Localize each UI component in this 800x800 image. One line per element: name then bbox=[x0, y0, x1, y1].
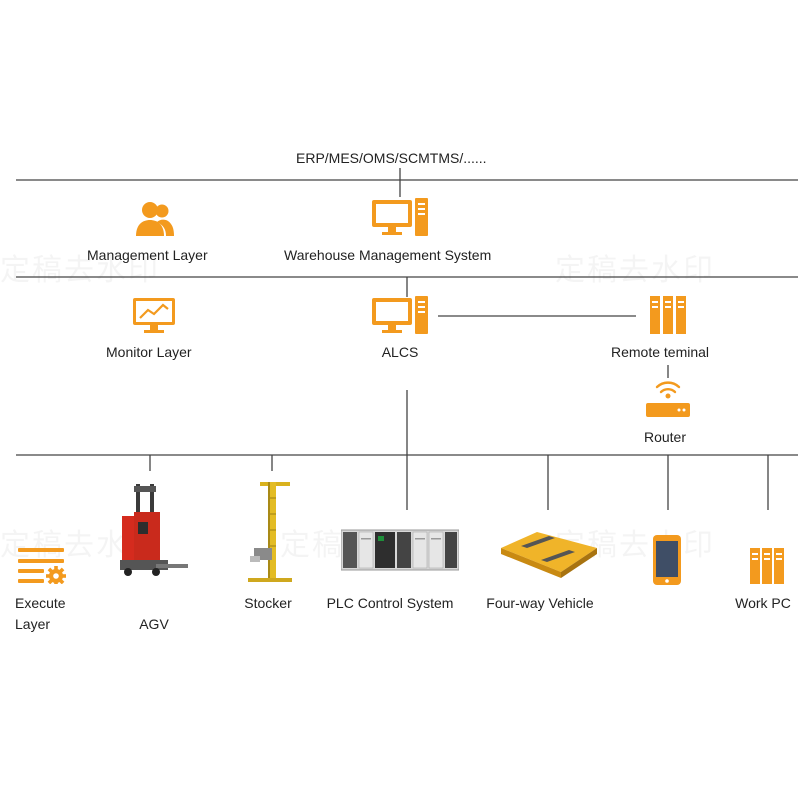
execute-layer-label-line1: Execute bbox=[15, 595, 66, 611]
monitor-layer-label: Monitor Layer bbox=[106, 344, 192, 360]
agv-forklift-icon bbox=[120, 484, 188, 576]
remote-terminal-label: Remote teminal bbox=[610, 344, 710, 360]
router-icon bbox=[646, 381, 690, 417]
chart-monitor-icon bbox=[133, 298, 175, 333]
router-label: Router bbox=[643, 429, 687, 445]
four-way-vehicle-icon bbox=[501, 532, 597, 578]
four-way-vehicle-label: Four-way Vehicle bbox=[486, 595, 594, 611]
execute-gear-icon bbox=[18, 548, 66, 584]
computer-icon bbox=[372, 198, 428, 236]
wms-label: Warehouse Management System bbox=[284, 247, 492, 263]
execute-layer-label-line2: Layer bbox=[15, 616, 51, 632]
watermark: 定稿去水印 bbox=[0, 245, 160, 289]
server-rack-icon bbox=[750, 548, 784, 584]
erp-systems-label: ERP/MES/OMS/SCMTMS/...... bbox=[296, 150, 487, 166]
users-icon bbox=[136, 202, 174, 236]
server-rack-icon bbox=[650, 296, 686, 334]
computer-icon bbox=[372, 296, 428, 334]
stocker-icon bbox=[248, 482, 292, 582]
watermark: 定稿去水印 bbox=[555, 245, 715, 289]
plc-icon bbox=[341, 529, 459, 571]
alcs-label: ALCS bbox=[381, 344, 419, 360]
work-pc-label: Work PC bbox=[735, 595, 791, 611]
agv-label: AGV bbox=[139, 616, 169, 632]
tablet-icon bbox=[653, 535, 681, 585]
management-layer-label: Management Layer bbox=[87, 247, 208, 263]
stocker-label: Stocker bbox=[244, 595, 292, 611]
plc-label: PLC Control System bbox=[326, 595, 454, 611]
